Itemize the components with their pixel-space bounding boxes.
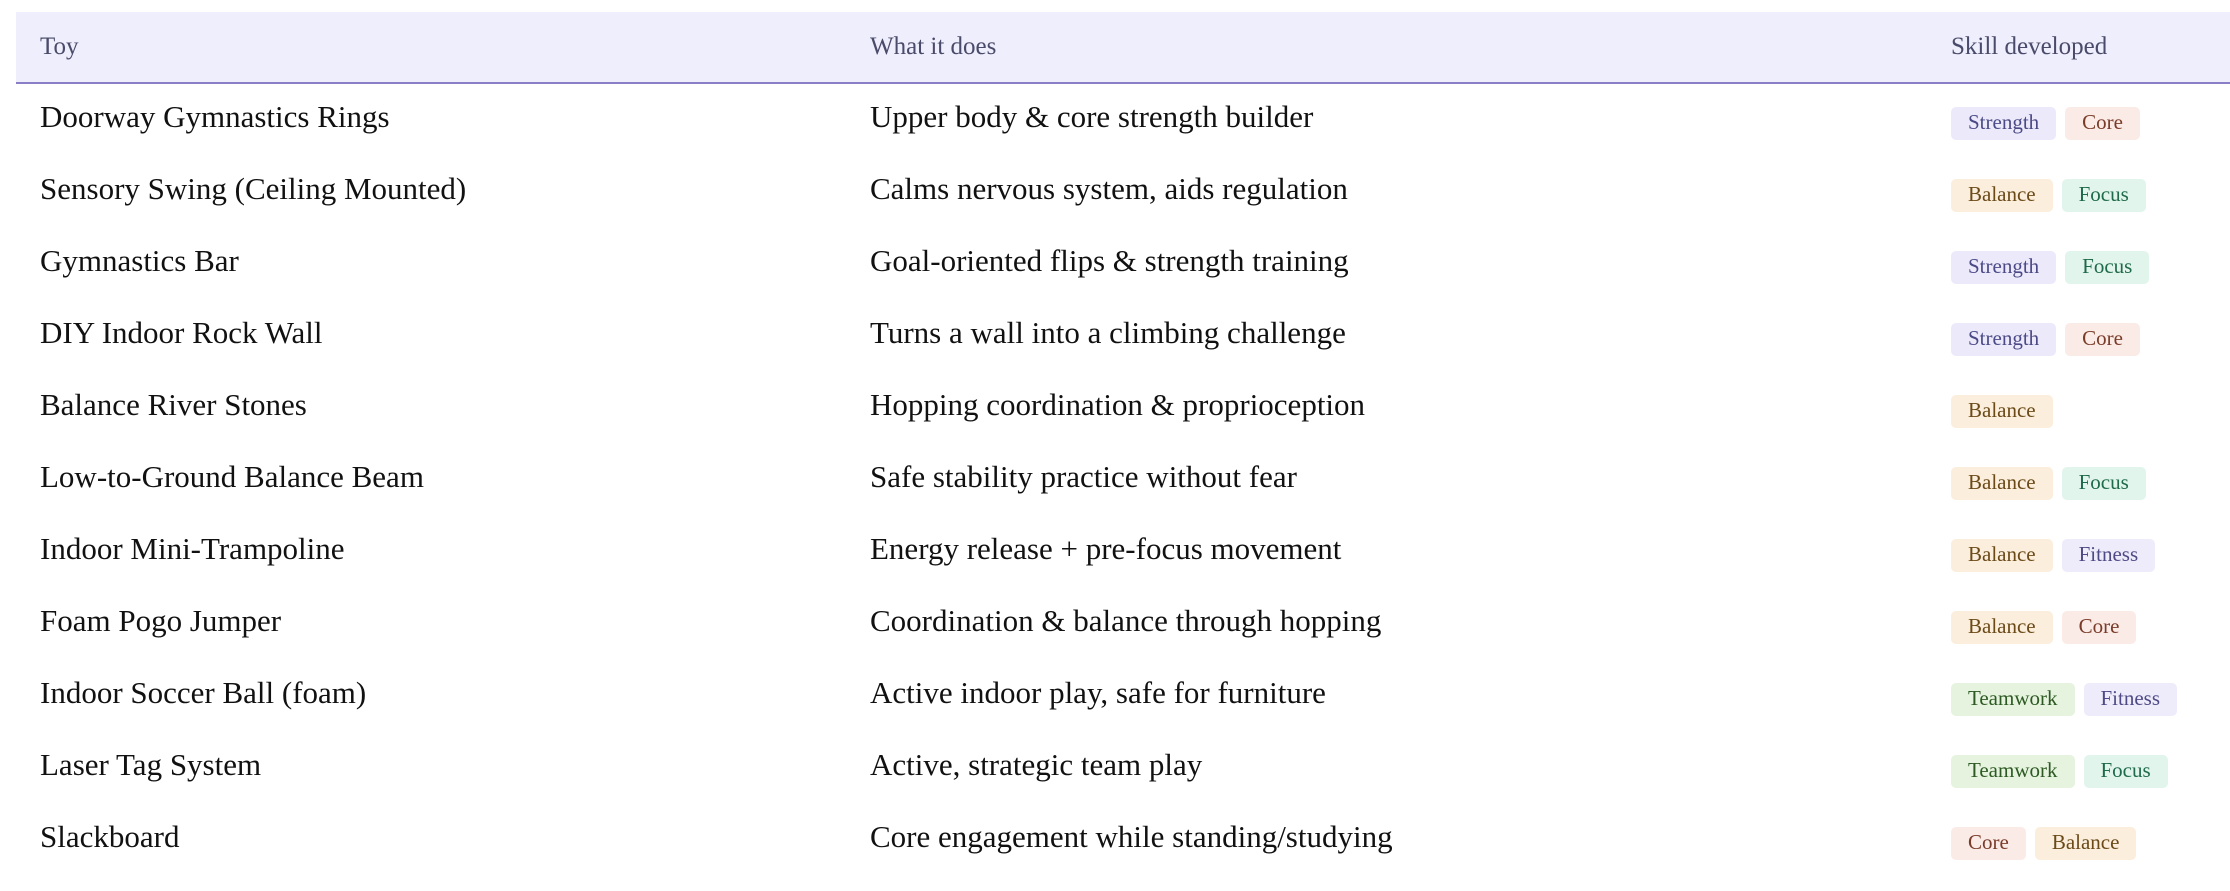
toy-description: Calms nervous system, aids regulation (870, 171, 1348, 206)
table-row: Gymnastics Bar Goal-oriented flips & stre… (16, 228, 2230, 300)
toy-name: Indoor Soccer Ball (foam) (40, 675, 367, 710)
skill-tag-balance: Balance (1951, 394, 2053, 428)
skill-tags: Balance (1951, 392, 2230, 428)
toy-name: Sensory Swing (Ceiling Mounted) (40, 171, 467, 206)
toy-description: Active indoor play, safe for furniture (870, 675, 1326, 710)
skill-tag-teamwork: Teamwork (1951, 754, 2075, 788)
skill-tag-fitness: Fitness (2061, 538, 2156, 572)
table-body: Doorway Gymnastics Rings Upper body & cor… (16, 84, 2230, 876)
toy-description: Energy release + pre-focus movement (870, 531, 1342, 566)
header-skill-developed: Skill developed (1951, 33, 2108, 60)
header-toy: Toy (40, 33, 79, 60)
toy-name: Gymnastics Bar (40, 243, 239, 278)
toy-description: Turns a wall into a climbing challenge (870, 315, 1346, 350)
toy-description: Hopping coordination & proprioception (870, 387, 1366, 422)
table-row: Slackboard Core engagement while standing… (16, 804, 2230, 876)
skill-tag-balance: Balance (1951, 466, 2053, 500)
table-row: DIY Indoor Rock Wall Turns a wall into a … (16, 300, 2230, 372)
toy-name: Doorway Gymnastics Rings (40, 99, 390, 134)
toy-description: Coordination & balance through hopping (870, 603, 1382, 638)
table-row: Sensory Swing (Ceiling Mounted) Calms ner… (16, 156, 2230, 228)
toy-name: Balance River Stones (40, 387, 307, 422)
toy-description: Safe stability practice without fear (870, 459, 1297, 494)
table-row: Doorway Gymnastics Rings Upper body & cor… (16, 84, 2230, 156)
skill-tag-strength: Strength (1951, 250, 2057, 284)
table-row: Laser Tag System Active, strategic team p… (16, 732, 2230, 804)
skill-tag-fitness: Fitness (2083, 682, 2178, 716)
table-row: Foam Pogo Jumper Coordination & balance t… (16, 588, 2230, 660)
skill-tag-balance: Balance (1951, 538, 2053, 572)
toy-name: Laser Tag System (40, 747, 262, 782)
skill-tag-core: Core (2061, 610, 2137, 644)
skill-tag-focus: Focus (2061, 466, 2146, 500)
toy-description: Upper body & core strength builder (870, 99, 1314, 134)
toy-table: Toy What it does Skill developed Doorway… (16, 12, 2230, 876)
skill-tag-balance: Balance (2034, 826, 2137, 860)
skill-tag-balance: Balance (1951, 610, 2053, 644)
toy-name: Foam Pogo Jumper (40, 603, 282, 638)
toy-name: Slackboard (40, 819, 180, 854)
skill-tag-balance: Balance (1951, 178, 2053, 212)
table-header: Toy What it does Skill developed (16, 12, 2230, 84)
skill-tag-strength: Strength (1951, 106, 2057, 140)
skill-tag-core: Core (1951, 826, 2026, 860)
header-what-it-does: What it does (870, 33, 997, 60)
toy-name: Low-to-Ground Balance Beam (40, 459, 424, 494)
table-row: Indoor Mini-Trampoline Energy release + p… (16, 516, 2230, 588)
table-row: Low-to-Ground Balance Beam Safe stability… (16, 444, 2230, 516)
skill-tag-teamwork: Teamwork (1951, 682, 2075, 716)
toy-name: DIY Indoor Rock Wall (40, 315, 323, 350)
skill-tag-focus: Focus (2065, 250, 2150, 284)
table-row: Balance River Stones Hopping coordination… (16, 372, 2230, 444)
toy-description: Active, strategic team play (870, 747, 1203, 782)
skill-tag-focus: Focus (2061, 178, 2146, 212)
skill-tag-focus: Focus (2083, 754, 2168, 788)
skill-tag-core: Core (2065, 322, 2140, 356)
skill-tag-core: Core (2065, 106, 2140, 140)
toy-description: Goal-oriented flips & strength training (870, 243, 1349, 278)
skill-tag-strength: Strength (1951, 322, 2057, 356)
table-row: Indoor Soccer Ball (foam) Active indoor p… (16, 660, 2230, 732)
toy-name: Indoor Mini-Trampoline (40, 531, 345, 566)
toy-description: Core engagement while standing/studying (870, 819, 1393, 854)
